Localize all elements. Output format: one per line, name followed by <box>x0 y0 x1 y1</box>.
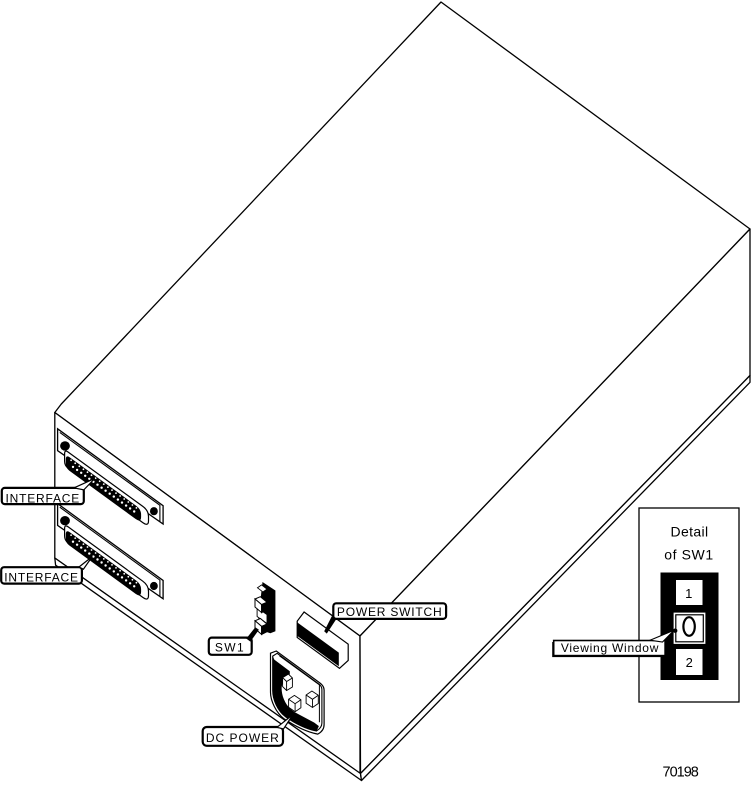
svg-text:of SW1: of SW1 <box>664 547 714 563</box>
svg-text:Detail: Detail <box>671 524 709 540</box>
svg-text:70198: 70198 <box>663 764 699 780</box>
svg-text:SW1: SW1 <box>215 641 245 655</box>
svg-text:Viewing Window: Viewing Window <box>561 641 659 655</box>
svg-text:2: 2 <box>686 655 693 670</box>
svg-text:INTERFACE: INTERFACE <box>4 571 79 585</box>
svg-text:1: 1 <box>685 586 692 601</box>
svg-text:INTERFACE: INTERFACE <box>6 491 81 505</box>
svg-text:POWER SWITCH: POWER SWITCH <box>337 605 443 619</box>
svg-text:DC POWER: DC POWER <box>206 731 280 745</box>
